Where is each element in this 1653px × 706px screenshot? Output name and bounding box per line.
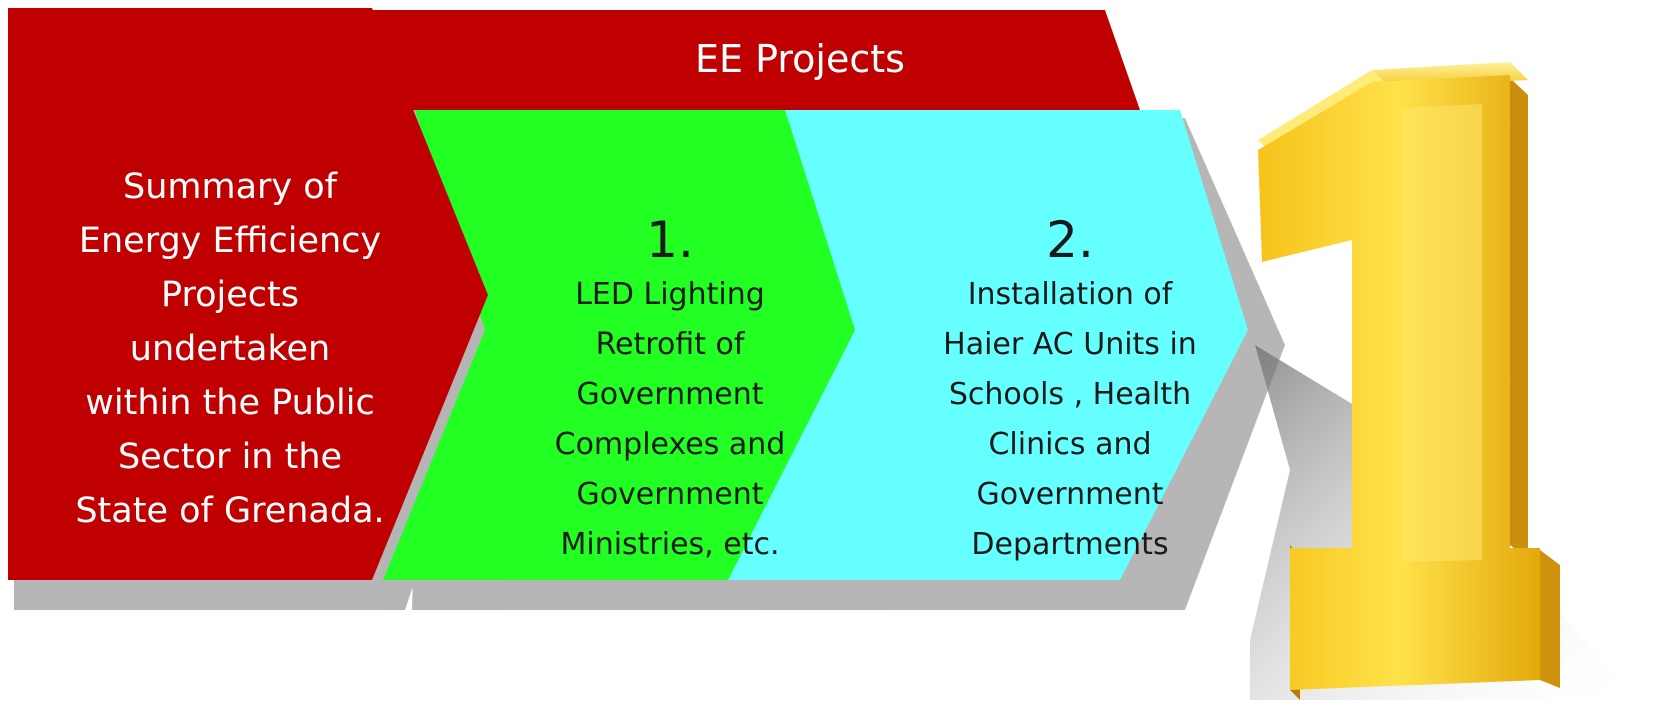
project-1-chevron: [383, 110, 855, 580]
project-2-line: Departments: [971, 527, 1169, 562]
project-1-number: 1.: [646, 211, 694, 269]
project-2-chevron: [728, 110, 1248, 580]
summary-text: Summary of Energy Efficiency Projects un…: [40, 160, 420, 538]
project-2-line: Clinics and: [988, 427, 1152, 462]
project-1-line: Government: [576, 377, 764, 412]
summary-line: Energy Efficiency: [78, 221, 382, 261]
project-1-line: LED Lighting: [575, 277, 765, 312]
summary-panel: [8, 8, 488, 580]
project-2-line: Government: [976, 477, 1164, 512]
project-2-number: 2.: [1046, 211, 1094, 269]
summary-line: State of Grenada.: [75, 491, 385, 531]
project-2-description: Installation of Haier AC Units in School…: [900, 270, 1240, 570]
project-1-line: Government: [576, 477, 764, 512]
project-2-line: Installation of: [967, 277, 1173, 312]
summary-line: within the Public: [85, 383, 375, 423]
summary-line: Sector in the: [117, 437, 343, 477]
project-2-line: Schools , Health: [948, 377, 1192, 412]
summary-line: undertaken: [129, 329, 331, 369]
project-1-line: Retrofit of: [595, 327, 745, 362]
summary-line: Projects: [161, 275, 299, 315]
header-title: EE Projects: [695, 37, 905, 81]
gold-number-one-icon: [1250, 62, 1640, 700]
project-1-line: Complexes and: [554, 427, 786, 462]
summary-line: Summary of: [123, 167, 337, 207]
project-1-description: LED Lighting Retrofit of Government Comp…: [520, 270, 820, 570]
header-banner: [372, 10, 1140, 110]
project-1-line: Ministries, etc.: [560, 527, 780, 562]
project-2-line: Haier AC Units in: [943, 327, 1197, 362]
